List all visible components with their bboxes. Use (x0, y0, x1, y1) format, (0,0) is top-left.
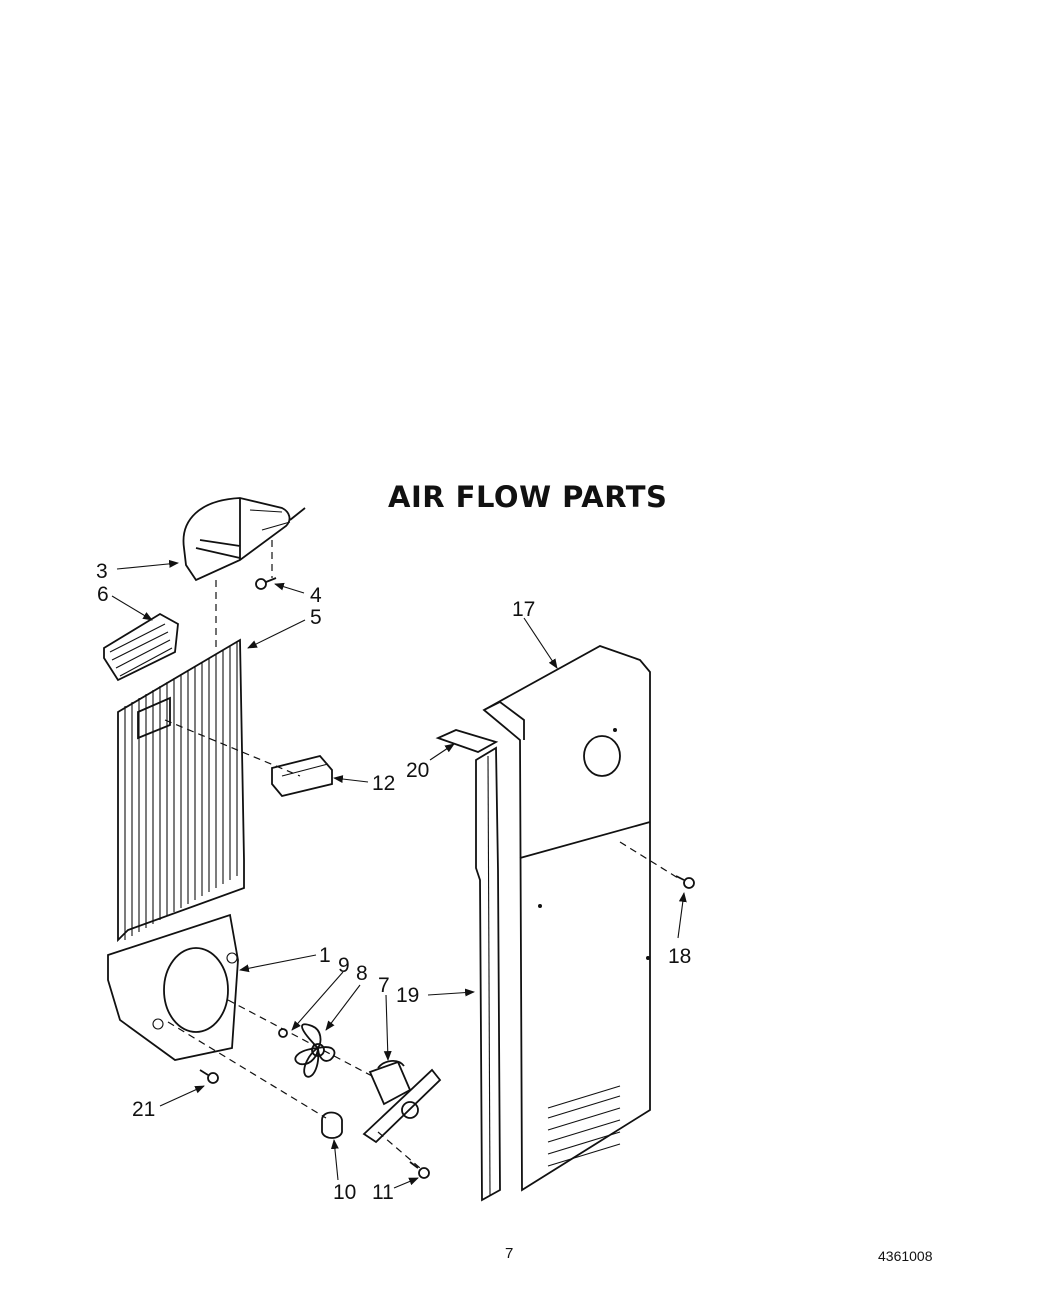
callout-7: 7 (378, 974, 390, 997)
side-channel-part (475, 746, 501, 1202)
callout-4: 4 (310, 584, 322, 607)
duct-cap-part (182, 497, 306, 582)
callout-10: 10 (333, 1181, 356, 1204)
callout-9: 9 (338, 954, 350, 977)
fan-shroud-part (107, 913, 239, 1061)
callout-20: 20 (406, 759, 429, 782)
callout-19: 19 (396, 984, 419, 1007)
leader-lines (111, 559, 687, 1189)
gasket-strip-part (435, 729, 499, 753)
callout-11: 11 (372, 1181, 394, 1204)
fan-blade-part (294, 1023, 336, 1078)
page-number: 7 (505, 1245, 514, 1262)
callout-1: 1 (319, 944, 331, 967)
damper-control-part (271, 754, 333, 798)
callout-17: 17 (512, 598, 535, 621)
callout-8: 8 (356, 962, 368, 985)
assembly-lines (164, 540, 679, 1169)
screw-18-part (675, 875, 695, 889)
document-number: 4361008 (878, 1248, 933, 1264)
callout-18: 18 (668, 945, 691, 968)
screw-11-part (409, 1161, 430, 1179)
callout-5: 5 (310, 606, 322, 629)
evaporator-cover-part (117, 638, 245, 943)
callout-3: 3 (96, 560, 108, 583)
screw-4-part (255, 577, 277, 590)
grommet-part (321, 1111, 343, 1139)
fan-motor-part (362, 1060, 442, 1144)
screw-21-part (199, 1069, 219, 1084)
callout-21: 21 (132, 1098, 155, 1121)
rear-panel-part (482, 645, 651, 1192)
callout-6: 6 (97, 583, 109, 606)
callout-labels: 3 6 4 5 12 20 17 18 1 9 8 7 19 21 10 11 (96, 560, 691, 1204)
vent-grille-part (103, 612, 179, 682)
diagram-title: AIR FLOW PARTS (388, 480, 668, 514)
callout-12: 12 (372, 772, 395, 795)
